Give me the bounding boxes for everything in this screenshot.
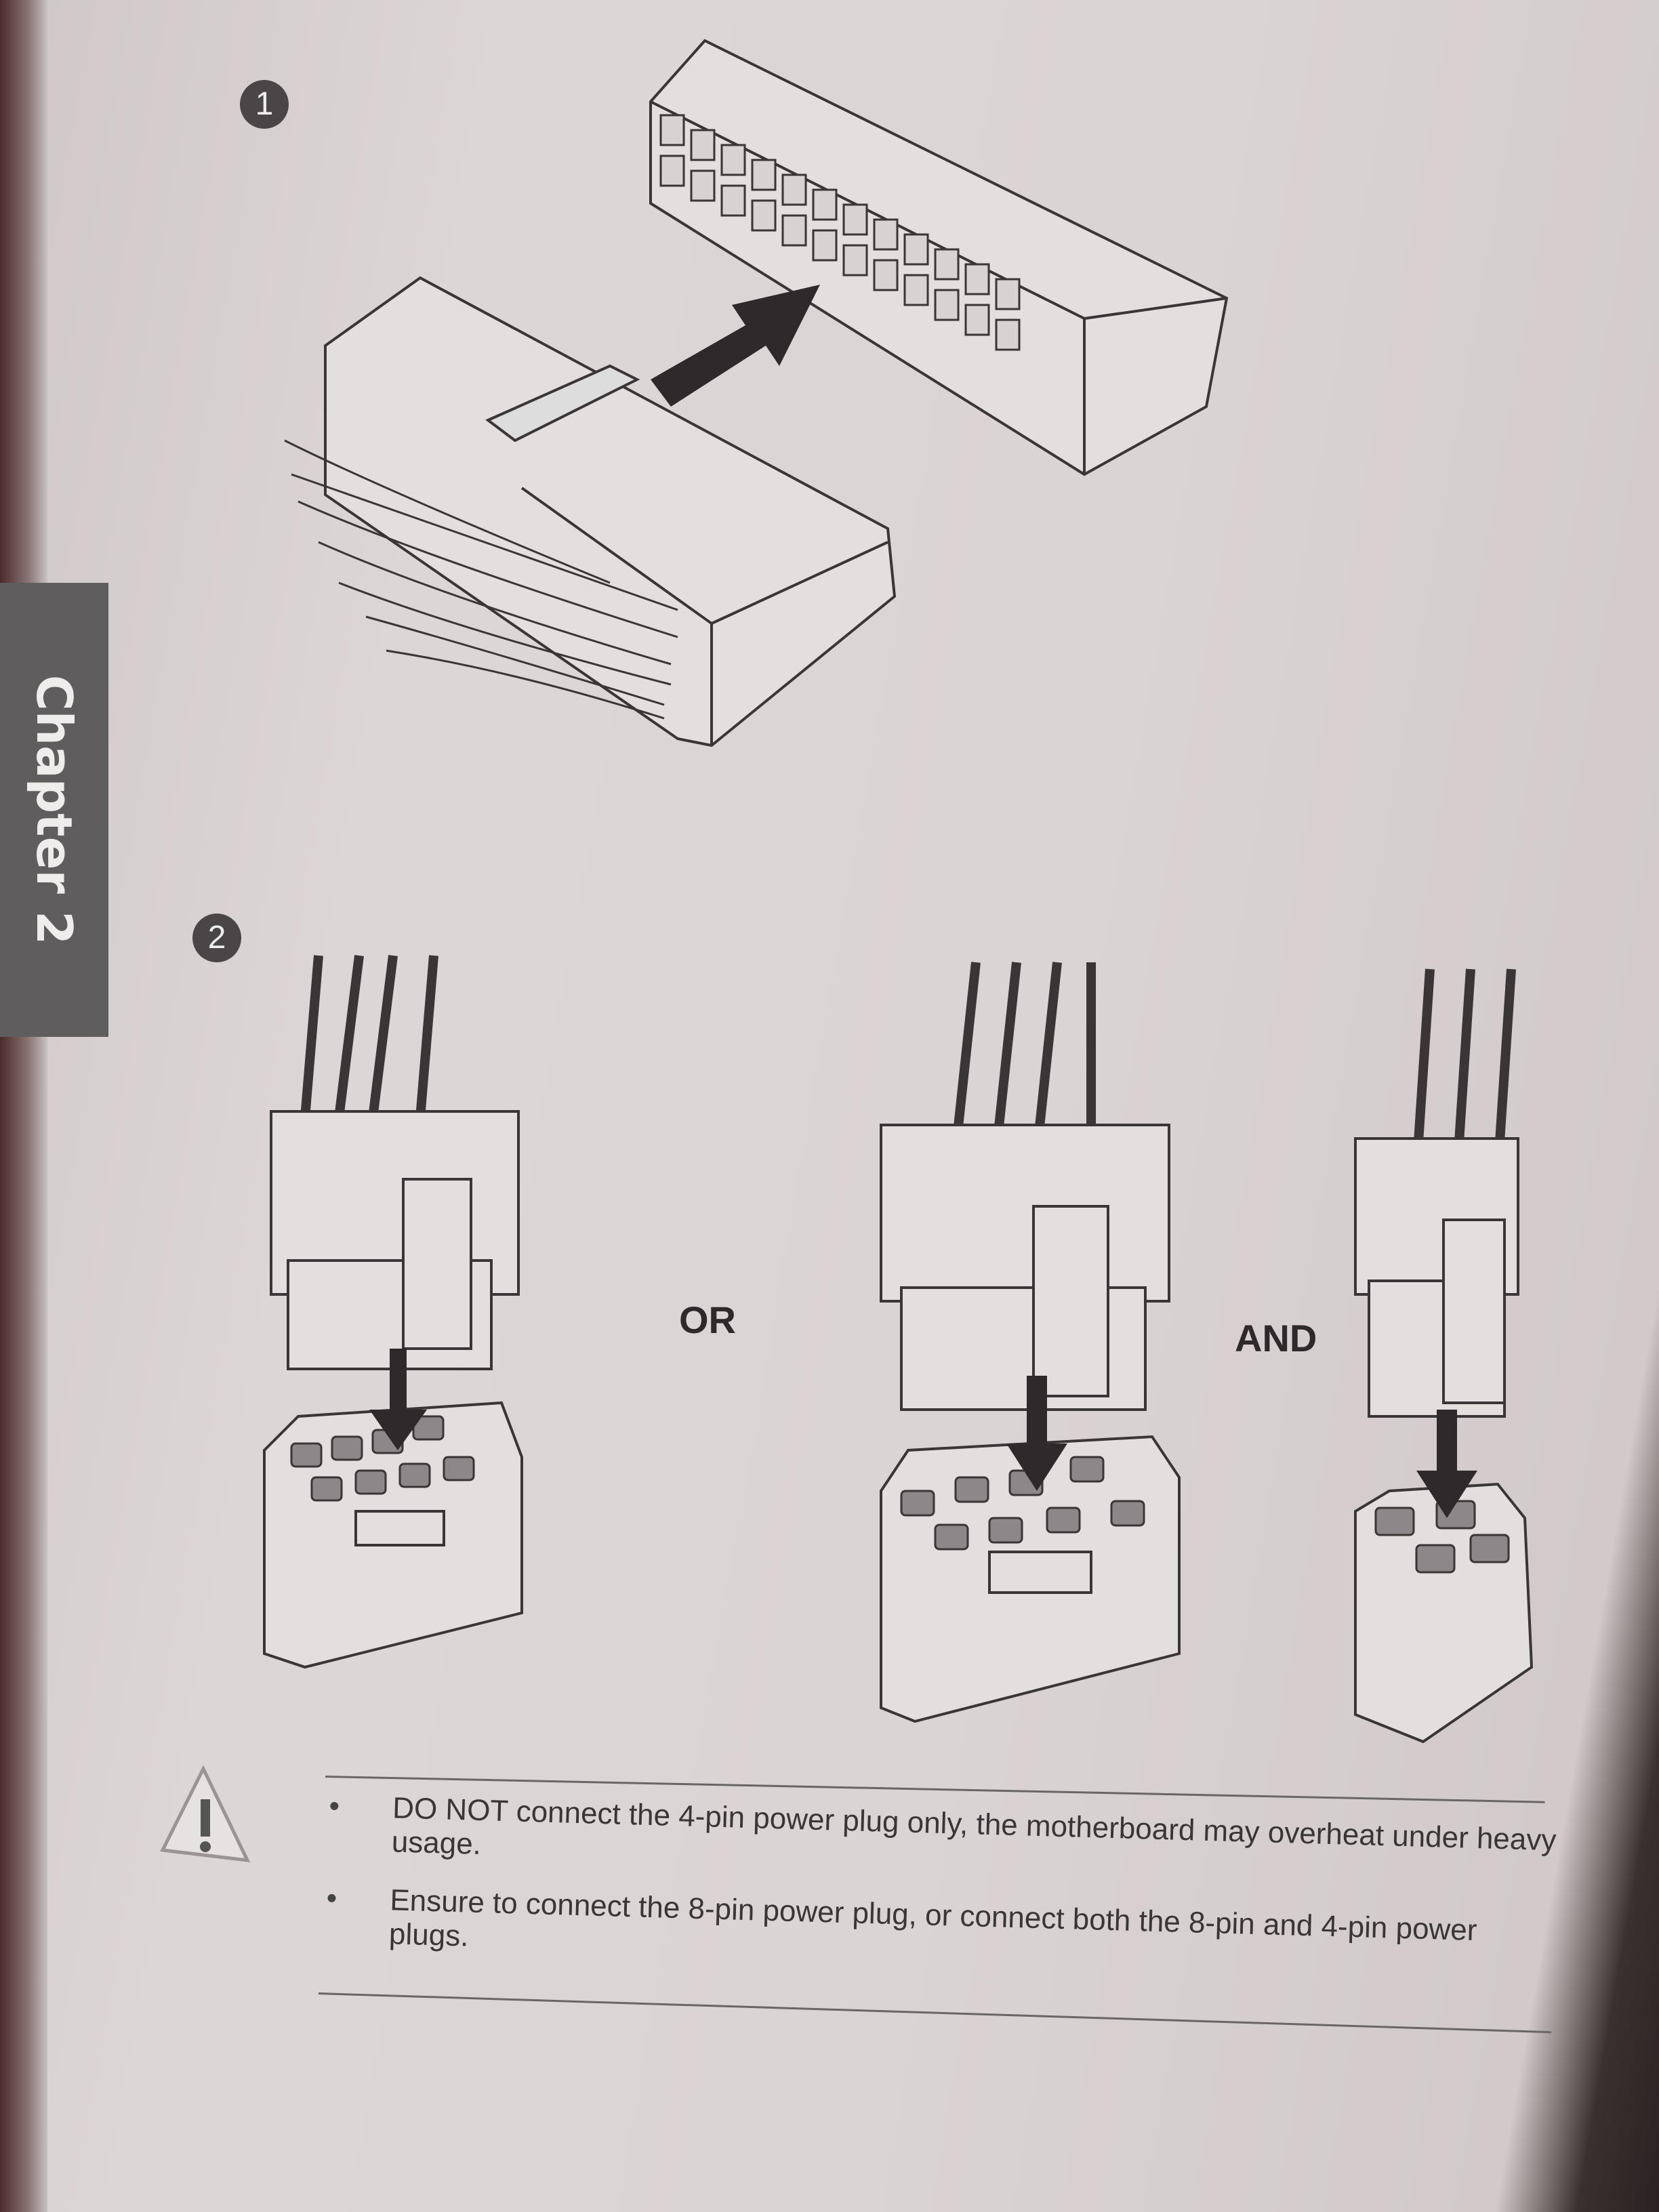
down-arrow-icon-3 bbox=[1416, 1410, 1477, 1518]
atx-24pin-plug-illustration bbox=[284, 276, 897, 747]
page-edge bbox=[0, 0, 47, 2212]
atx-4pin-plug-illustration bbox=[1354, 968, 1519, 1418]
down-arrow-icon-2 bbox=[1006, 1376, 1067, 1491]
insert-arrow-icon bbox=[651, 285, 820, 407]
eps-8pin-plug-illustration bbox=[270, 955, 520, 1370]
warning-note: Ensure to connect the 8-pin power plug, … bbox=[307, 1881, 1555, 1984]
step-1-badge: 1 bbox=[240, 80, 289, 129]
warning-triangle-icon bbox=[160, 1765, 251, 1863]
step-2-badge: 2 bbox=[192, 914, 241, 962]
atx-24pin-socket-illustration bbox=[649, 39, 1229, 476]
warning-notes: DO NOT connect the 4-pin power plug only… bbox=[306, 1789, 1558, 2008]
atx-4pin-header-illustration bbox=[1354, 1482, 1534, 1744]
eps-8pin-header-illustration bbox=[263, 1401, 523, 1669]
eps-8pin-header-illustration-2 bbox=[880, 1435, 1181, 1723]
chapter-tab: Chapter 2 bbox=[0, 583, 108, 1037]
or-label: OR bbox=[679, 1298, 736, 1341]
down-arrow-icon bbox=[369, 1349, 427, 1450]
eps-8pin-plug-illustration-2 bbox=[880, 962, 1170, 1411]
and-label: AND bbox=[1235, 1317, 1317, 1359]
